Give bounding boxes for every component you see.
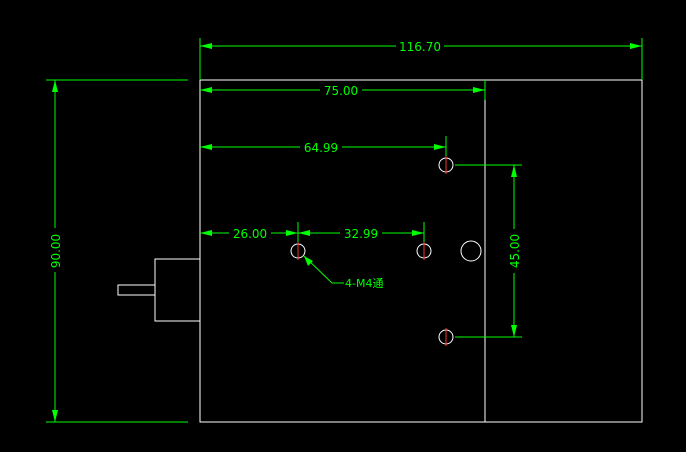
dimension-label-overall-height: 90.00: [49, 234, 63, 268]
dimension-label-hole-offset: 64.99: [304, 141, 338, 155]
dimension-hole-spacing: 32.99: [298, 222, 425, 242]
dimension-left-to-first-hole: 26.00: [200, 222, 299, 242]
dimension-label-body-width: 75.00: [324, 84, 358, 98]
motor-shaft: [117, 284, 156, 296]
dimension-vertical-hole-spacing: 45.00: [455, 164, 522, 338]
dimension-label-hole-spacing: 32.99: [344, 227, 378, 241]
dimension-label-vertical-hole-spacing: 45.00: [508, 234, 522, 268]
dimension-overall-height: 90.00: [46, 79, 188, 423]
hole-callout-label: 4-M4通: [345, 277, 383, 290]
dimension-overall-width: 116.70: [199, 38, 643, 80]
motor-housing: [154, 258, 201, 322]
dimension-body-width: 75.00: [200, 80, 486, 100]
dimension-label-left-to-first-hole: 26.00: [233, 227, 267, 241]
dimension-hole-offset: 64.99: [200, 136, 447, 156]
center-bore-hole: [460, 240, 482, 262]
dimension-label-overall-width: 116.70: [399, 40, 441, 54]
part-outline: [199, 79, 643, 423]
hole-callout-leader: 4-M4通: [303, 255, 383, 290]
